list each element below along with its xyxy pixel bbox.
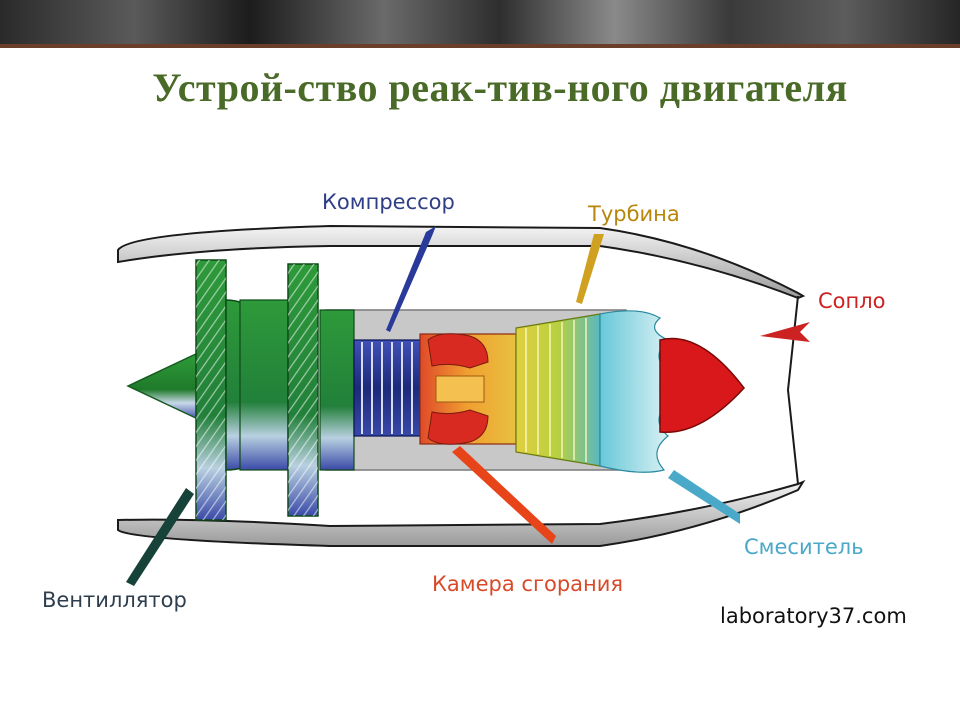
turbine-stages <box>515 313 601 467</box>
compressor-arrow <box>386 226 436 332</box>
combustion-chamber <box>419 333 517 445</box>
mixer <box>599 310 670 473</box>
fan-label: Вентиллятор <box>42 588 187 612</box>
mixer-label: Смеситель <box>744 535 864 559</box>
cowl-top <box>117 224 806 300</box>
source-credit: laboratory37.com <box>720 604 907 628</box>
combustion-arrow <box>452 446 556 544</box>
nozzle-arrow <box>760 322 810 342</box>
inlet-cone <box>126 350 201 422</box>
page-title: Устрой-ство реак-тив-ного двигателя <box>152 65 848 110</box>
combustion-chamber-label: Камера сгорания <box>432 572 624 596</box>
compressor-stages <box>353 339 421 437</box>
exhaust-cone <box>659 337 745 434</box>
header-divider <box>0 44 960 48</box>
compressor-label: Компрессор <box>322 190 455 214</box>
cowl-bottom <box>117 479 806 547</box>
shaft-block <box>319 309 355 471</box>
nozzle-label: Сопло <box>818 289 886 313</box>
fan-arrow <box>126 488 194 586</box>
turbine-label: Турбина <box>588 202 680 226</box>
header-banner-image <box>0 0 960 44</box>
turbine-arrow <box>576 234 604 304</box>
nozzle-outline <box>786 295 799 485</box>
mixer-arrow <box>668 470 740 524</box>
